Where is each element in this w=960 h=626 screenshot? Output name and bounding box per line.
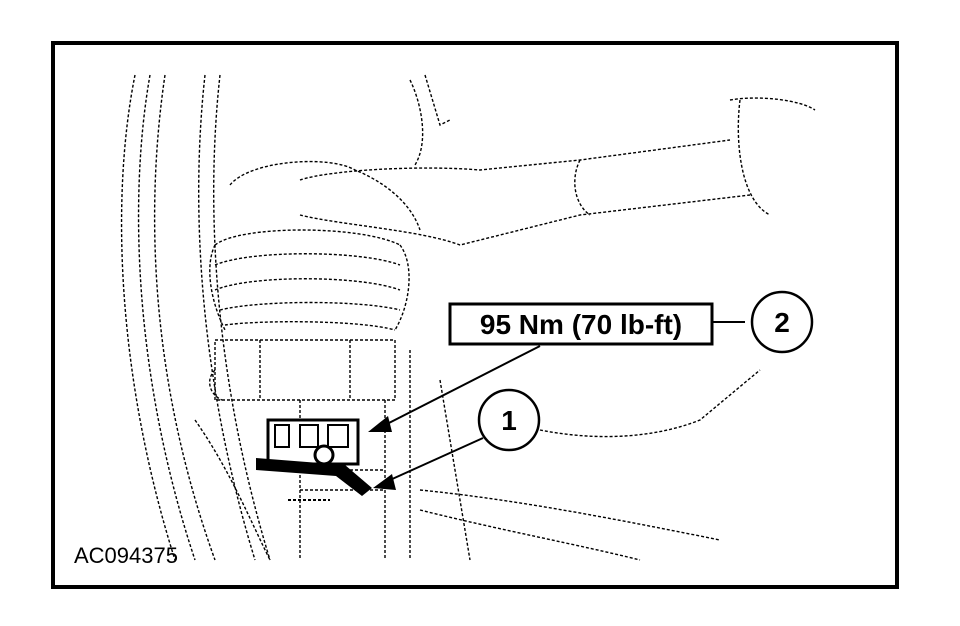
leader-line-2 [384, 345, 541, 426]
figure-frame [51, 41, 899, 589]
leader-line-1 [389, 437, 484, 481]
torque-callout: 95 Nm (70 lb-ft) [448, 302, 714, 346]
torque-label: 95 Nm (70 lb-ft) [480, 309, 682, 340]
callout-1-label: 1 [501, 405, 517, 436]
cotter-pin [256, 444, 372, 501]
castle-nut [266, 418, 360, 466]
callout-2: 2 [750, 290, 814, 354]
leader-lines [384, 321, 745, 481]
arrowhead-2 [368, 416, 392, 432]
figure-id: AC094375 [74, 543, 178, 568]
callout-2-label: 2 [774, 307, 790, 338]
callout-1: 1 [477, 388, 541, 452]
arrowhead-1 [373, 474, 396, 490]
